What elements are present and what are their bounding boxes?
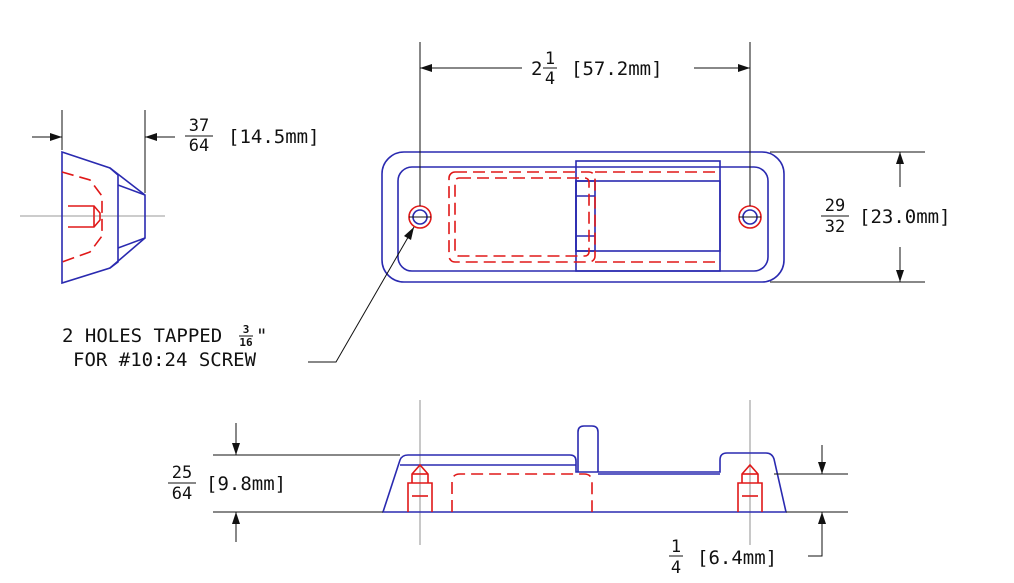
base-dim-line-bottom — [808, 512, 823, 557]
length-arrow-left — [420, 64, 432, 72]
holes-note: 2 HOLES TAPPED 3 16 " FOR #10:24 SCREW — [62, 226, 415, 371]
height-denominator: 64 — [172, 484, 192, 504]
side-view-hidden-cavity — [61, 171, 103, 263]
height-arrow-top — [232, 443, 240, 455]
front-view-outline — [381, 452, 788, 513]
top-view-latch-block — [575, 180, 596, 252]
note-tap-denominator: 16 — [239, 336, 253, 349]
base-denominator: 4 — [671, 558, 681, 578]
side-view-outline — [61, 150, 146, 285]
front-view: 25 64 [9.8mm] 1 4 [6.4mm] — [168, 400, 848, 578]
note-tap-mark: " — [256, 325, 267, 347]
top-view-hidden-cavity-inner — [454, 177, 590, 257]
base-arrow-top — [818, 462, 826, 474]
side-depth-denominator: 64 — [189, 136, 209, 156]
side-view-hidden-hole — [68, 205, 101, 228]
side-dim-arrow-left — [50, 133, 62, 141]
front-view-hidden-drill-left — [411, 463, 429, 483]
top-view-cover-outer — [575, 160, 721, 272]
note-leader-line — [308, 226, 415, 363]
side-depth-numerator: 37 — [189, 116, 209, 136]
front-view-hidden-thread-right — [737, 482, 763, 512]
note-tap-numerator: 3 — [243, 323, 250, 336]
base-metric: [6.4mm] — [697, 547, 777, 569]
top-view-hidden-cavity — [448, 171, 596, 263]
top-view: 2 1 4 [57.2mm] 29 32 [23.0mm] — [381, 42, 951, 283]
side-view: 37 64 [14.5mm] — [20, 110, 320, 285]
front-view-hidden-drill-right — [741, 463, 759, 483]
note-leader-arrow — [404, 227, 414, 240]
front-view-latch-post — [577, 425, 599, 472]
length-whole: 2 — [531, 58, 542, 80]
side-view-chamfer-bottom — [117, 237, 146, 249]
note-line-2: FOR #10:24 SCREW — [73, 349, 257, 371]
top-view-outer-outline — [381, 151, 785, 283]
side-depth-metric: [14.5mm] — [228, 126, 320, 148]
side-dim-arrow-right — [145, 133, 157, 141]
length-metric: [57.2mm] — [571, 58, 663, 80]
length-arrow-right — [738, 64, 750, 72]
note-line-1: 2 HOLES TAPPED — [62, 325, 222, 347]
height-metric: [9.8mm] — [206, 473, 286, 495]
top-view-cover-inner — [575, 180, 721, 252]
height-numerator: 25 — [172, 463, 192, 483]
width-numerator: 29 — [825, 196, 845, 216]
width-denominator: 32 — [825, 217, 845, 237]
width-arrow-top — [896, 152, 904, 164]
width-arrow-bottom — [896, 270, 904, 282]
front-view-hidden-cavity — [451, 473, 593, 512]
height-arrow-bottom — [232, 512, 240, 524]
length-denominator: 4 — [545, 69, 555, 89]
base-numerator: 1 — [671, 537, 681, 557]
top-view-inner-outline — [397, 166, 769, 272]
base-arrow-bottom — [818, 512, 826, 524]
front-view-hidden-thread-left — [407, 482, 433, 512]
width-metric: [23.0mm] — [859, 206, 951, 228]
side-view-chamfer-top — [117, 184, 146, 196]
side-view-step — [109, 167, 119, 269]
length-numerator: 1 — [545, 49, 555, 69]
